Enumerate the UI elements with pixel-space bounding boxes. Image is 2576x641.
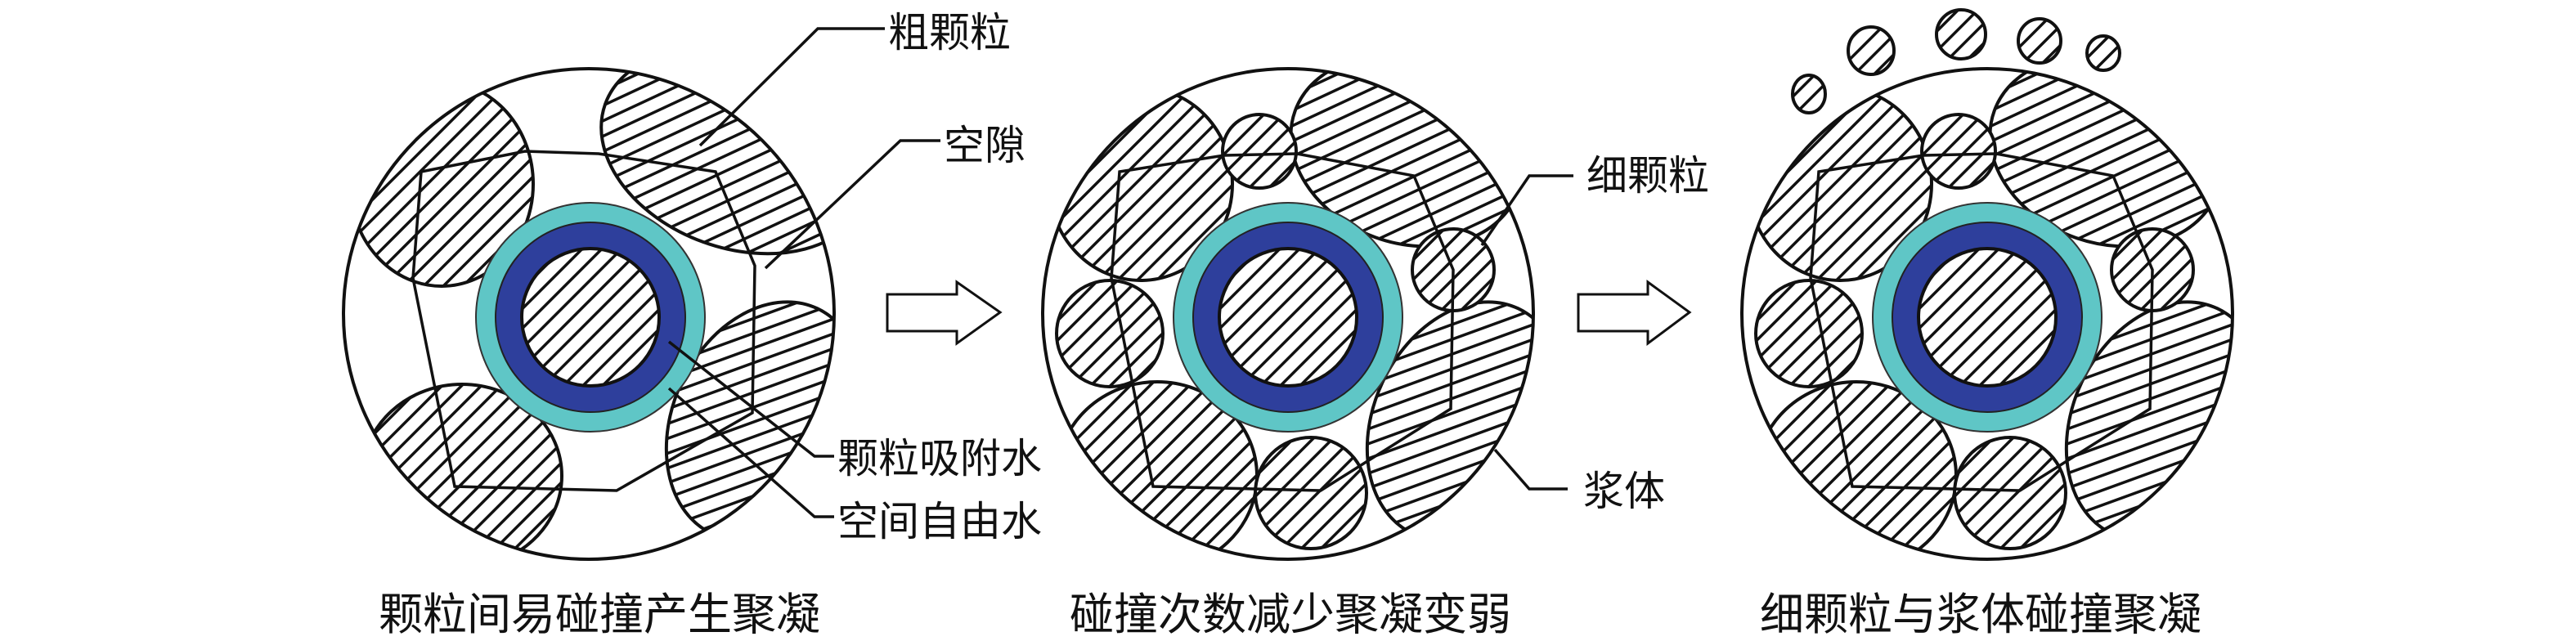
- caption-1: 颗粒间易碰撞产生聚凝: [379, 589, 820, 640]
- label-coarse-particle: 粗颗粒: [888, 9, 1011, 56]
- leader-adsorbed-water: [667, 340, 834, 458]
- leader-coarse-particle: [698, 27, 885, 147]
- label-fine-particle: 细颗粒: [1586, 152, 1709, 199]
- label-void: 空隙: [944, 122, 1025, 169]
- caption-2: 碰撞次数减少聚凝变弱: [1070, 589, 1511, 640]
- label-adsorbed-water: 颗粒吸附水: [837, 435, 1042, 482]
- leader-paste: [1493, 448, 1568, 491]
- cell-1-dense-aggregation: [342, 67, 836, 561]
- leader-void: [764, 139, 940, 270]
- label-paste: 浆体: [1583, 468, 1665, 515]
- arrow-right-icon: [886, 280, 1003, 346]
- cell-3-fine-particle-paste-aggregation: [1742, 8, 2300, 572]
- leader-fine-particle: [1480, 174, 1573, 246]
- cell-2-weakened-aggregation: [1043, 25, 1601, 572]
- incoming-fine-particles: [1791, 8, 2121, 114]
- label-free-water: 空间自由水: [837, 498, 1042, 545]
- arrow-right-icon: [1577, 280, 1692, 346]
- caption-3: 细颗粒与浆体碰撞聚凝: [1760, 589, 2201, 640]
- leader-free-water: [667, 387, 834, 518]
